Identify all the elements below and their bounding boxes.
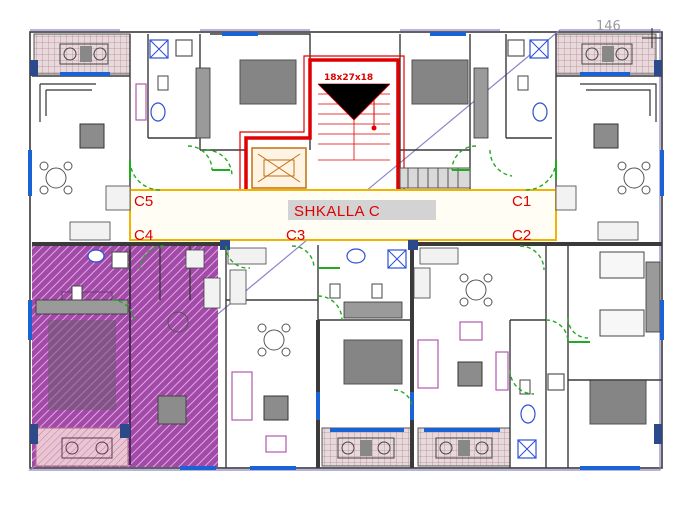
stair-dimension: 18x27x18 [324, 73, 373, 83]
crosshair-mark [642, 28, 662, 48]
unit-label-c4: C4 [134, 227, 153, 244]
unit-label-c1: C1 [512, 193, 531, 210]
unit-label-c2: C2 [512, 227, 531, 244]
site-boundary [28, 29, 661, 471]
balcony-bottom-center-left [321, 427, 413, 467]
wardrobes [35, 67, 661, 333]
balcony-bottom-left [61, 437, 113, 459]
corner-number: 146 [596, 19, 621, 34]
bedroom-furniture [239, 59, 647, 425]
balcony-bottom-center-right [417, 427, 511, 467]
sanitary-fixtures [87, 39, 565, 459]
structural-columns [30, 60, 662, 444]
door-leaves [129, 160, 590, 343]
exterior-walls [29, 31, 663, 469]
common-corridor [129, 189, 557, 241]
toilets [71, 75, 531, 395]
unit-label-c3: C3 [286, 227, 305, 244]
balcony-top-left [33, 33, 131, 75]
sofas [39, 83, 657, 122]
unit-label-c5: C5 [134, 193, 153, 210]
windows [28, 32, 664, 470]
dining-sets [39, 161, 651, 357]
stair-core [239, 55, 471, 192]
living-tables [79, 123, 619, 421]
balcony-top-right [555, 33, 657, 75]
unit-labels: C5 C1 C4 C3 C2 [134, 193, 531, 244]
stair-treads [317, 83, 391, 161]
kitchen-counters [69, 185, 639, 309]
stair-label: SHKALLA C [294, 203, 380, 220]
sofas-purple [135, 83, 509, 453]
single-beds [599, 251, 645, 337]
